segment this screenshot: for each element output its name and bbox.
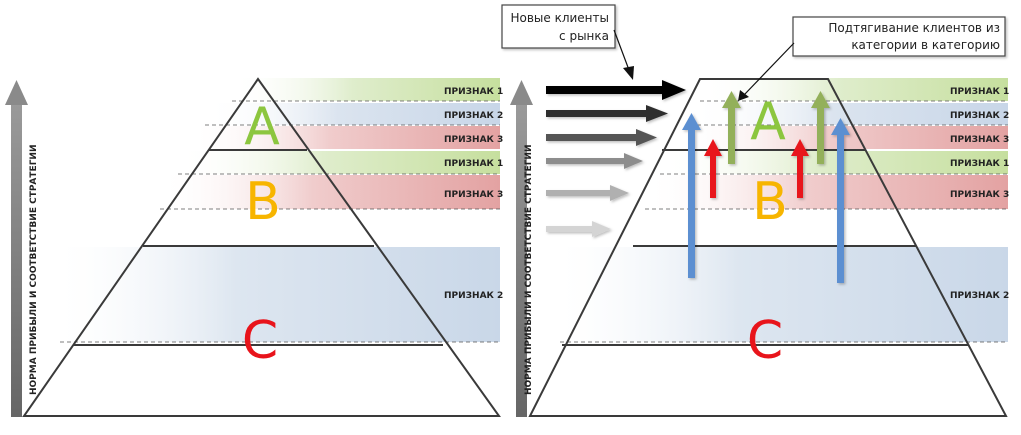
left-axis-arrow <box>5 80 28 417</box>
callout-new-clients-line2: с рынка <box>559 29 609 43</box>
green-up-arrow-left <box>722 91 741 164</box>
left-label-feature-2-a: ПРИЗНАК 2 <box>444 111 503 121</box>
left-band-feature-3-a <box>190 126 500 149</box>
red-up-arrow-right <box>791 139 809 198</box>
callout-pull-clients: Подтягивание клиентов из категории в кат… <box>738 16 1006 101</box>
market-arrow-2 <box>546 105 668 122</box>
right-category-a: A <box>750 92 786 152</box>
market-arrow-5 <box>546 185 629 201</box>
right-label-feature-1-b: ПРИЗНАК 1 <box>950 159 1009 169</box>
left-label-feature-2-c: ПРИЗНАК 2 <box>444 291 503 301</box>
right-band-feature-1-b <box>660 151 1008 174</box>
market-arrow-3 <box>546 129 657 146</box>
market-arrow-1 <box>546 80 686 100</box>
market-arrow-4 <box>546 153 643 169</box>
new-client-arrows <box>546 80 686 237</box>
market-arrow-6 <box>546 221 611 237</box>
right-axis-label: НОРМА ПРИБЫЛИ И СООТВЕТСТВИЕ СТРАТЕГИИ <box>524 145 534 396</box>
left-label-feature-1-a: ПРИЗНАК 1 <box>444 87 503 97</box>
blue-up-arrow-right <box>831 118 850 283</box>
pull-arrows <box>682 91 850 283</box>
red-up-arrow-left <box>704 139 722 198</box>
right-band-feature-1-a <box>700 78 1008 101</box>
right-label-feature-3-a: ПРИЗНАК 3 <box>950 135 1009 145</box>
callout-new-clients-line1: Новые клиенты <box>510 11 609 25</box>
left-category-b: B <box>245 172 281 232</box>
left-label-feature-3-a: ПРИЗНАК 3 <box>444 135 503 145</box>
right-label-feature-2-c: ПРИЗНАК 2 <box>950 291 1009 301</box>
left-category-c: C <box>242 311 278 371</box>
callout-pull-line2: категории в категорию <box>851 38 1000 52</box>
left-pyramid: НОРМА ПРИБЫЛИ И СООТВЕТСТВИЕ СТРАТЕГИИ П… <box>5 77 503 417</box>
left-band-feature-2-c <box>60 247 500 342</box>
right-axis-arrow <box>510 80 533 417</box>
right-category-b: B <box>752 172 788 232</box>
right-band-feature-2-a <box>690 103 1008 125</box>
callout-pull-line1: Подтягивание клиентов из <box>828 21 1000 35</box>
green-up-arrow-right <box>811 91 830 164</box>
right-pyramid: НОРМА ПРИБЫЛИ И СООТВЕТСТВИЕ СТРАТЕГИИ П… <box>510 78 1009 417</box>
left-band-feature-1-b <box>178 151 500 174</box>
left-label-feature-3-b: ПРИЗНАК 3 <box>444 190 503 200</box>
right-label-feature-2-a: ПРИЗНАК 2 <box>950 111 1009 121</box>
left-category-a: A <box>244 97 280 157</box>
left-axis-label: НОРМА ПРИБЫЛИ И СООТВЕТСТВИЕ СТРАТЕГИИ <box>29 145 39 396</box>
right-band-feature-3-b <box>645 175 1008 209</box>
right-category-c: C <box>747 311 783 371</box>
right-band-feature-2-c <box>560 247 1008 342</box>
left-label-feature-1-b: ПРИЗНАК 1 <box>444 159 503 169</box>
blue-up-arrow-left <box>682 113 701 278</box>
callout-new-clients: Новые клиенты с рынка <box>501 4 634 80</box>
right-label-feature-1-a: ПРИЗНАК 1 <box>950 87 1009 97</box>
right-label-feature-3-b: ПРИЗНАК 3 <box>950 190 1009 200</box>
left-band-feature-1-a <box>232 78 500 101</box>
